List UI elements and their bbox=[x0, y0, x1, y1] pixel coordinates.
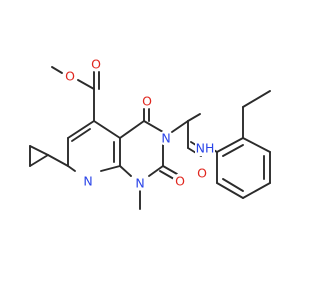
bond-methyl-ester bbox=[51, 66, 63, 74]
bond-phenyl-inner-3 bbox=[222, 178, 244, 192]
bond-phenyl-4 bbox=[242, 182, 271, 199]
bond-c4a-c5 bbox=[93, 120, 121, 139]
bond-aryl-ethyl-2 bbox=[242, 90, 271, 108]
bond-n8-c8a bbox=[100, 165, 121, 172]
bond-ester-o-c bbox=[77, 79, 95, 90]
n3-bg bbox=[158, 130, 174, 146]
bond-c7-cyclopropyl bbox=[47, 154, 69, 167]
bond-c4a-c4 bbox=[119, 120, 145, 139]
n3-label: N bbox=[161, 131, 170, 146]
bond-c7-n8 bbox=[67, 165, 76, 172]
c4-oxygen-label: O bbox=[142, 94, 152, 109]
amide-nitrogen-bg bbox=[195, 141, 215, 156]
bond-cyclopropyl-a bbox=[29, 145, 49, 156]
pyridine-nitrogen-label: N bbox=[83, 174, 92, 189]
pyridine-nitrogen-bg bbox=[80, 173, 96, 189]
bond-c2-o-2 bbox=[159, 170, 175, 180]
bond-c2-n1 bbox=[148, 165, 164, 177]
bond-c4-n3 bbox=[143, 120, 164, 133]
ester-carbonyl-oxygen-label: O bbox=[91, 57, 101, 72]
bond-ch2-nh bbox=[187, 113, 201, 122]
bond-phenyl-1 bbox=[216, 137, 244, 153]
ester-methyl-oxygen-bg bbox=[62, 68, 78, 84]
ester-carbonyl-oxygen-bg bbox=[88, 56, 104, 72]
atom-labels: O O O O O NH N N N bbox=[62, 56, 215, 191]
bond-c5-c6 bbox=[67, 120, 95, 139]
bond-c5-c6-inner bbox=[71, 128, 91, 142]
n1-bg bbox=[132, 175, 148, 191]
bond-cyclopropyl-c bbox=[29, 154, 49, 167]
bond-c2-o-1 bbox=[162, 165, 178, 175]
amide-oxygen-bg bbox=[194, 165, 210, 181]
bonds bbox=[29, 66, 271, 210]
bond-phenyl-inner-1 bbox=[222, 144, 244, 157]
bond-phenyl-2 bbox=[242, 137, 271, 153]
bond-n3-ch2 bbox=[171, 120, 189, 133]
amide-oxygen-label: O bbox=[197, 166, 207, 181]
bond-n1-c8a bbox=[119, 165, 132, 177]
ester-methyl-oxygen-label: O bbox=[65, 69, 75, 84]
amide-nitrogen-label: NH bbox=[196, 141, 215, 156]
c2-oxygen-label: O bbox=[175, 174, 185, 189]
molecule-structure: O O O O O NH N N N bbox=[29, 56, 271, 210]
c4-oxygen-bg bbox=[139, 93, 155, 109]
c2-oxygen-bg bbox=[172, 173, 188, 189]
n1-label: N bbox=[135, 176, 144, 191]
bond-phenyl-5 bbox=[216, 182, 244, 199]
